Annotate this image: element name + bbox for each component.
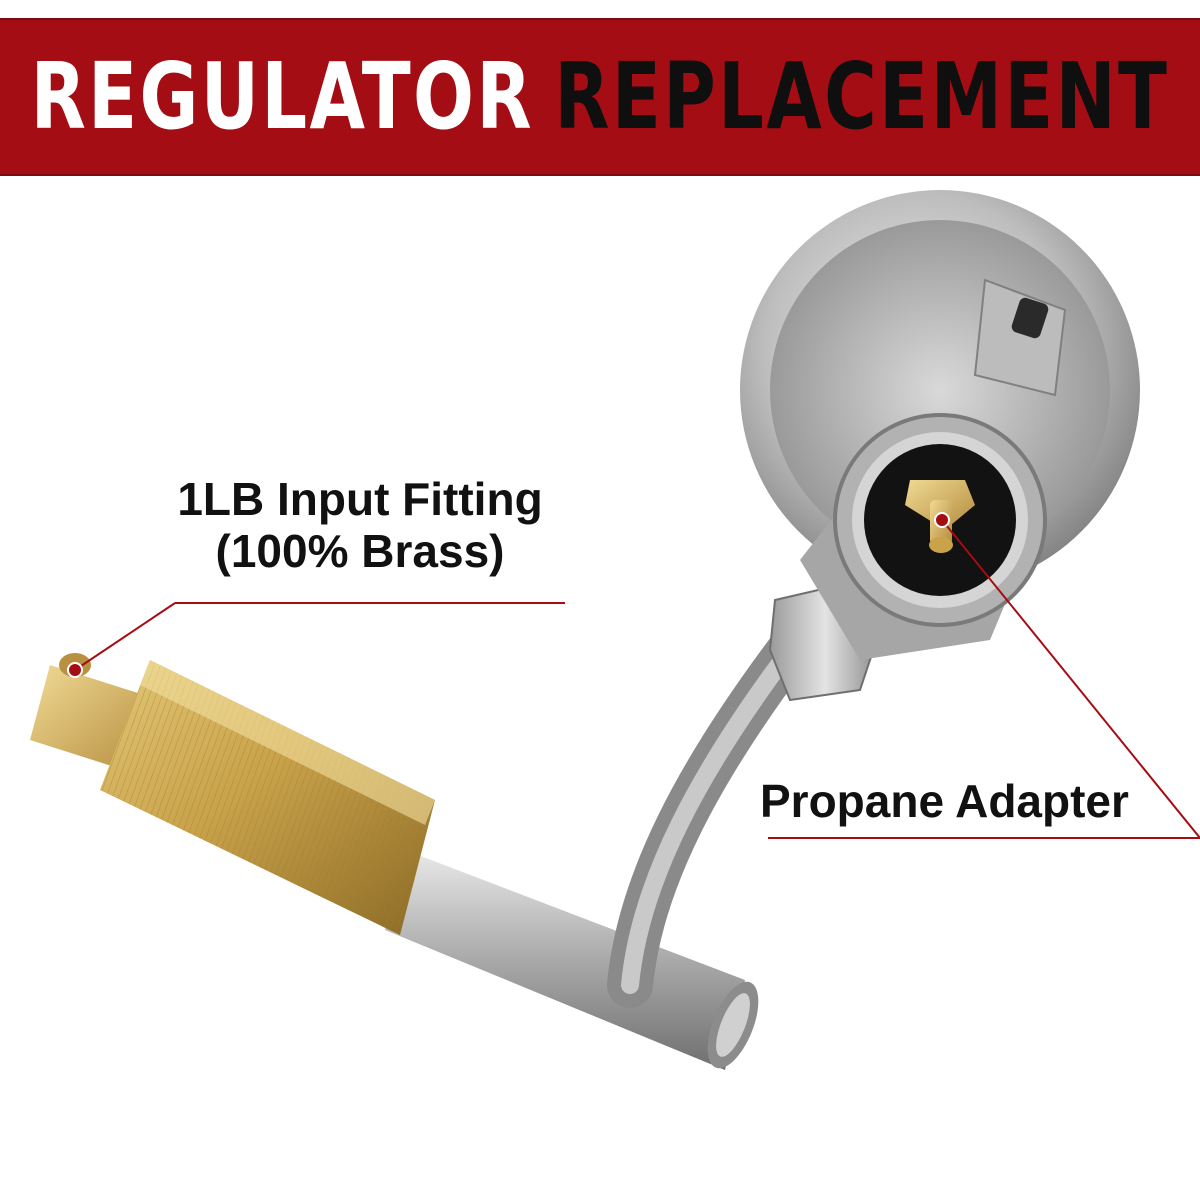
propane-adapter-marker: [934, 512, 950, 528]
propane-adapter-callout: Propane Adapter: [760, 775, 1129, 827]
input-fitting-callout: 1LB Input Fitting (100% Brass): [150, 473, 570, 577]
input-fitting-line-1: 1LB Input Fitting: [177, 473, 543, 525]
steel-tube-horizontal: [385, 850, 759, 1070]
banner-title-word-1: REGULATOR: [30, 43, 535, 150]
brass-input-fitting: [30, 653, 435, 935]
regulator-head: [740, 190, 1140, 660]
input-fitting-leader: [67, 602, 565, 678]
banner-title-word-2: REPLACEMENT: [554, 43, 1170, 150]
input-fitting-marker: [67, 662, 83, 678]
input-fitting-line-2: (100% Brass): [215, 524, 505, 577]
propane-adapter-leader: [768, 512, 1200, 839]
